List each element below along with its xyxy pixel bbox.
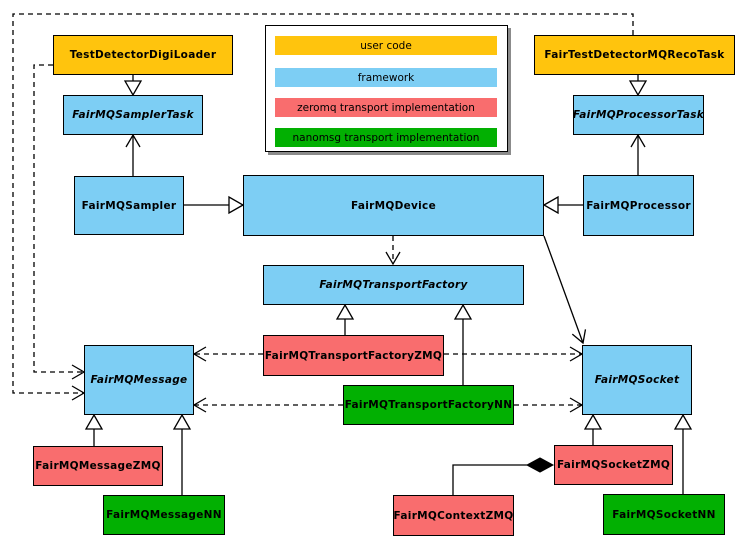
class-fairtestdetectormqrecotask: FairTestDetectorMQRecoTask xyxy=(534,35,735,75)
class-fairmqsamplertask: FairMQSamplerTask xyxy=(63,95,203,135)
class-fairmqsampler: FairMQSampler xyxy=(74,176,184,235)
legend-label-user-code: user code xyxy=(360,39,412,52)
legend-label-framework: framework xyxy=(357,71,415,84)
class-fairmqtransportfactory: FairMQTransportFactory xyxy=(263,265,524,305)
legend: user code framework zeromq transport imp… xyxy=(265,25,508,152)
class-fairmqmessagezmq: FairMQMessageZMQ xyxy=(33,446,163,486)
legend-label-zeromq: zeromq transport implementation xyxy=(297,101,475,114)
class-fairmqtransportfactorynn: FairMQTransportFactoryNN xyxy=(343,385,514,425)
class-fairmqtransportfactoryzmq: FairMQTransportFactoryZMQ xyxy=(263,335,444,376)
class-fairmqsocket: FairMQSocket xyxy=(582,345,692,415)
class-fairmqmessagenn: FairMQMessageNN xyxy=(103,495,225,535)
legend-item-user-code: user code xyxy=(275,36,497,55)
class-fairmqcontextzmq: FairMQContextZMQ xyxy=(393,495,514,536)
class-fairmqsocketzmq: FairMQSocketZMQ xyxy=(554,445,673,485)
class-fairmqprocessortask: FairMQProcessorTask xyxy=(573,95,704,135)
legend-item-nanomsg: nanomsg transport implementation xyxy=(275,128,497,147)
legend-label-nanomsg: nanomsg transport implementation xyxy=(292,131,480,144)
class-fairmqprocessor: FairMQProcessor xyxy=(583,175,694,236)
class-testdetectordigiloader: TestDetectorDigiLoader xyxy=(53,35,233,75)
class-fairmqsocketnn: FairMQSocketNN xyxy=(603,494,725,535)
class-fairmqdevice: FairMQDevice xyxy=(243,175,544,236)
legend-item-zeromq: zeromq transport implementation xyxy=(275,98,497,117)
legend-item-framework: framework xyxy=(275,68,497,87)
class-fairmqmessage: FairMQMessage xyxy=(84,345,194,415)
